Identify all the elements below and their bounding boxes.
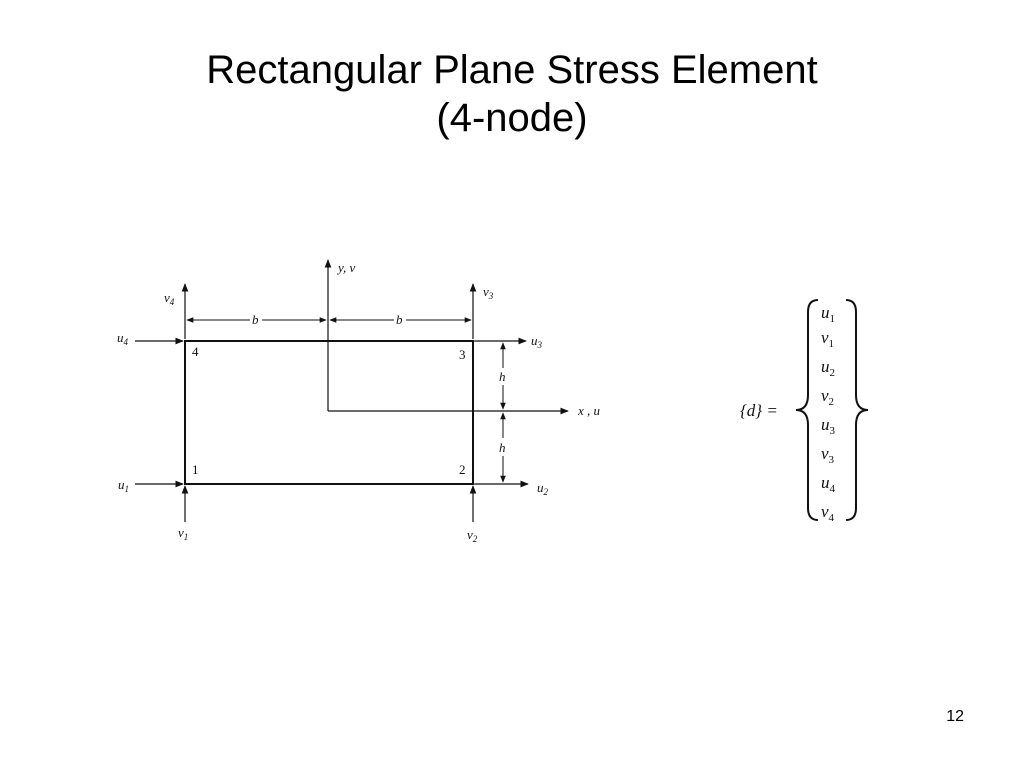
x-axis-label: x , u [577,403,601,418]
u3-label: u3 [531,333,543,350]
dim-h-bottom-label: h [499,440,506,455]
dim-h-top-label: h [499,369,506,384]
v3-label: v3 [483,284,494,301]
y-axis-label: y, v [336,260,356,275]
v4-label: v4 [164,290,175,307]
node-4-label: 4 [192,344,199,359]
right-brace [845,299,869,521]
vector-entry: v2 [821,386,834,408]
node-2-label: 2 [459,462,466,477]
dim-b-left-label: b [252,312,259,327]
dim-b-right-label: b [396,312,403,327]
vector-entry: v1 [821,328,834,350]
vector-entries: u1 v1 u2 v2 u3 v3 u4 v4 [821,303,836,524]
u1-label: u1 [118,477,129,494]
left-brace [795,299,819,521]
vector-entry: u4 [821,473,836,495]
slide-title: Rectangular Plane Stress Element (4-node… [0,46,1024,142]
page-number: 12 [946,708,964,725]
vector-entry: u3 [821,415,836,437]
node-3-label: 3 [459,347,466,362]
vector-entry: u2 [821,357,835,379]
u2-label: u2 [537,480,549,497]
node-1-label: 1 [192,462,199,477]
v2-label: v2 [467,527,478,544]
vector-entry: v4 [821,502,835,524]
v1-label: v1 [178,525,188,542]
title-line-2: (4-node) [436,96,588,140]
title-line-1: Rectangular Plane Stress Element [206,48,818,92]
element-rectangle [184,340,474,485]
vector-entry: u1 [821,303,835,325]
equation-lhs: {d} = [740,401,778,420]
vector-entry: v3 [821,444,835,466]
u4-label: u4 [117,330,129,347]
